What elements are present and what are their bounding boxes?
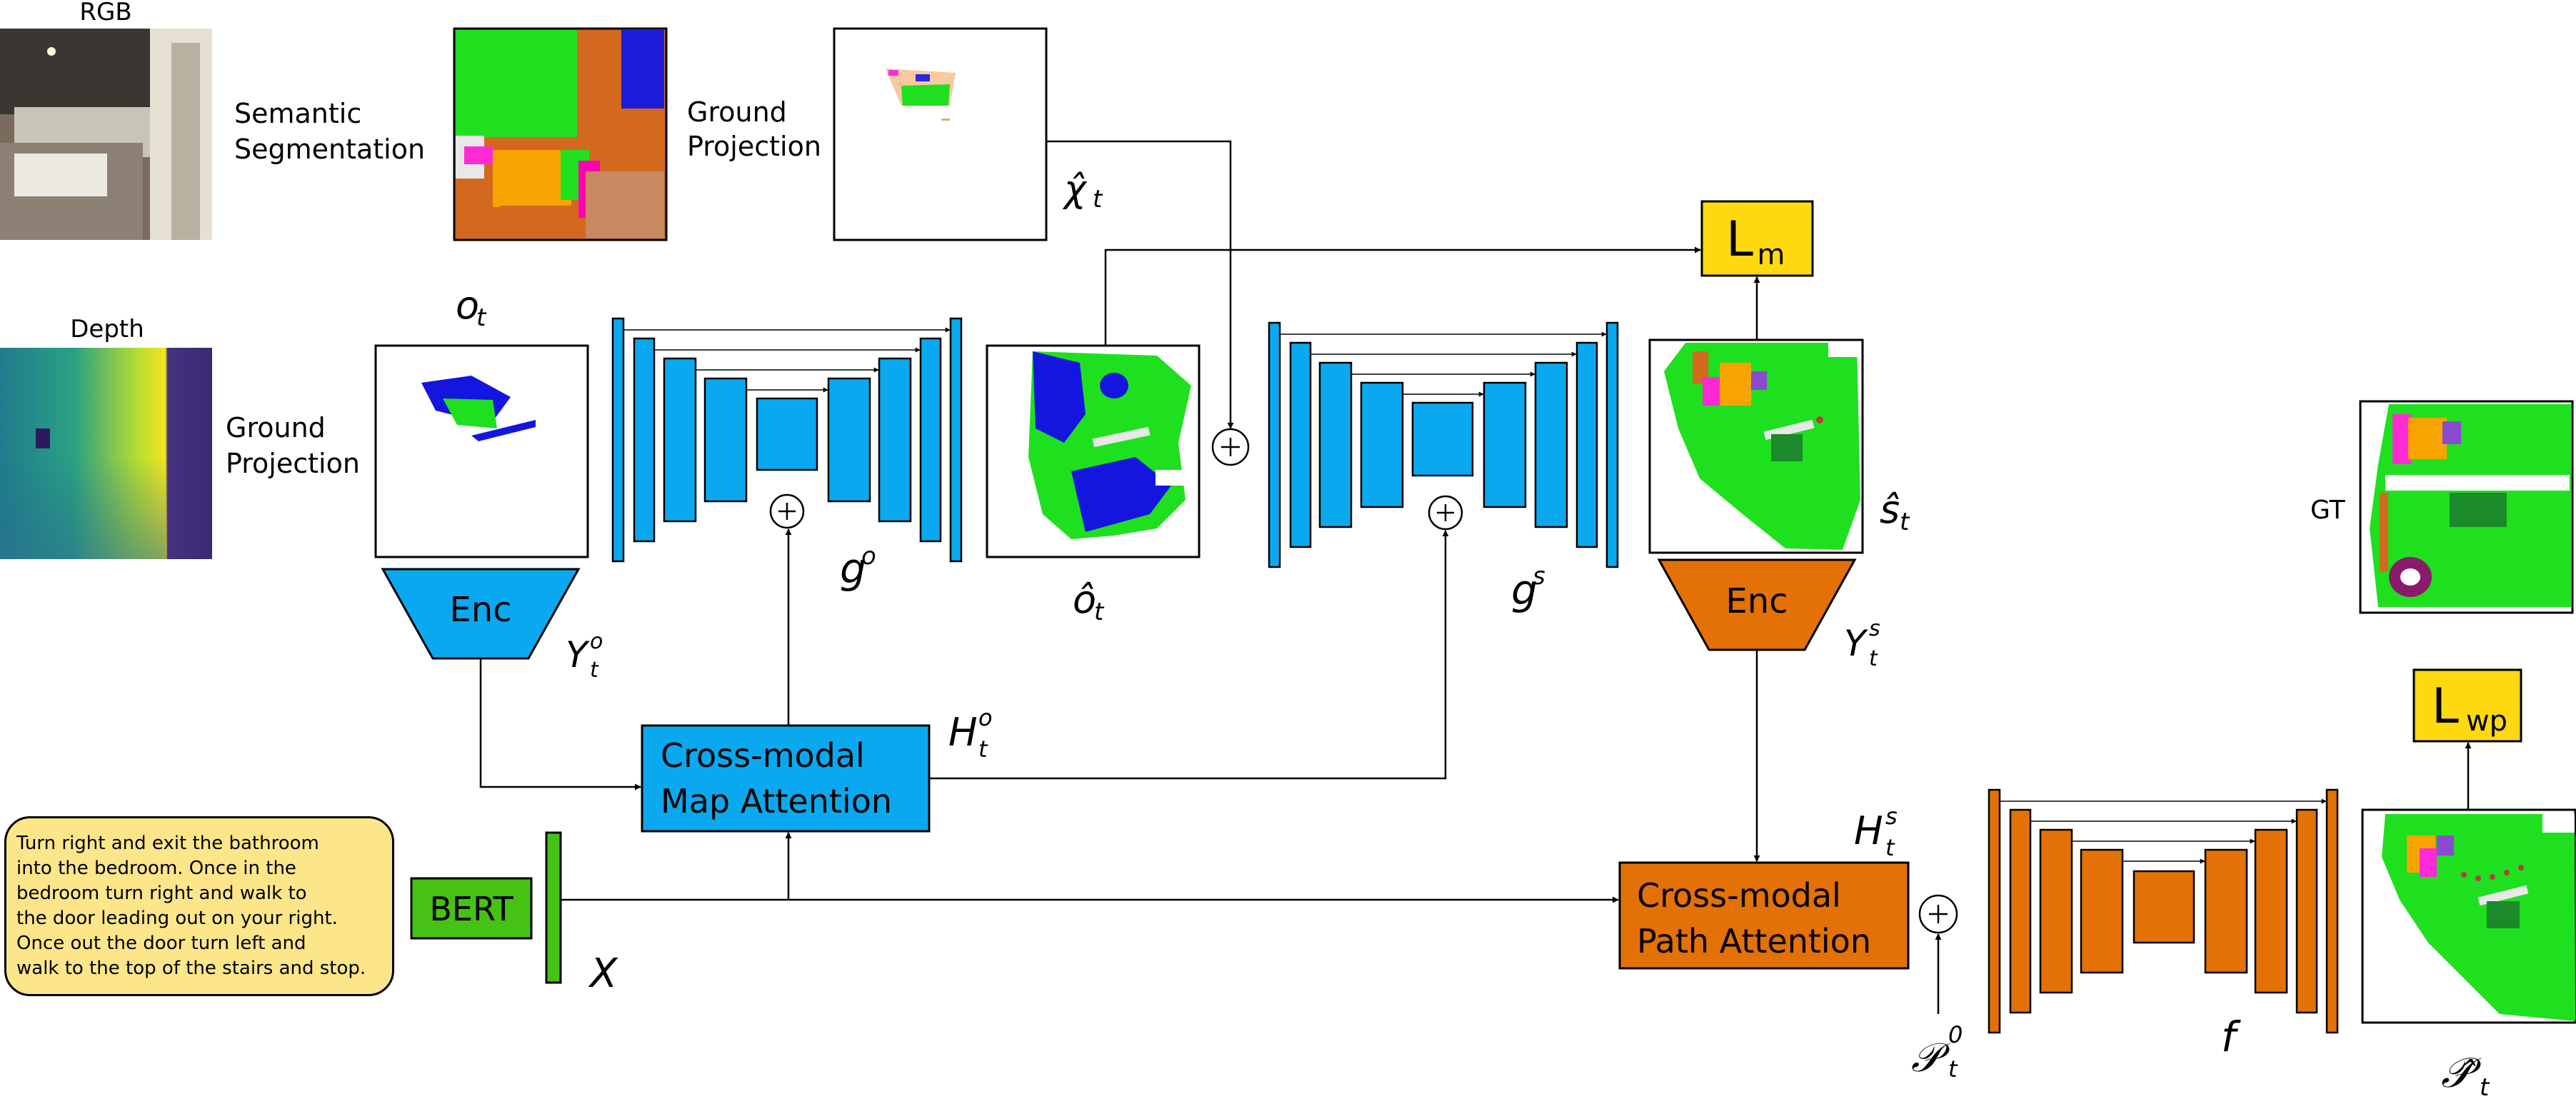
svg-text:t: t: [1094, 598, 1105, 626]
svg-text:o: o: [861, 542, 876, 571]
depth-label: Depth: [70, 315, 144, 343]
svg-text:t: t: [1885, 834, 1895, 861]
svg-text:t: t: [1869, 646, 1878, 671]
svg-text:Y: Y: [566, 634, 590, 676]
label-f: f: [2221, 1013, 2241, 1061]
label-Y-o: Y o t: [566, 629, 603, 683]
svg-text:L: L: [2432, 678, 2459, 735]
plus-node-path: [1918, 894, 1958, 934]
o-hat-map-image: [986, 344, 1201, 558]
ground-proj-left-label-2: Projection: [226, 448, 360, 479]
instruction-text-box: Turn right and exit the bathroom into th…: [4, 816, 394, 996]
svg-text:o: o: [590, 629, 603, 654]
gt-label: GT: [2310, 496, 2346, 525]
map-attention-block: Cross-modal Map Attention: [641, 724, 931, 833]
svg-text:wp: wp: [2466, 705, 2507, 738]
unet-g-o: [611, 317, 963, 563]
svg-text:𝒫: 𝒫: [1911, 1035, 1950, 1081]
observation-map-image: [374, 344, 589, 558]
svg-text:t: t: [978, 736, 988, 763]
label-s-hat-t: ŝ t: [1880, 487, 1910, 536]
svg-text:t: t: [1900, 508, 1910, 536]
svg-text:t: t: [1093, 185, 1103, 214]
unet-g-s: [1268, 321, 1619, 568]
svg-text:H: H: [948, 710, 978, 755]
rgb-label: RGB: [79, 0, 131, 26]
svg-text:𝒫̂: 𝒫̂: [2441, 1048, 2482, 1097]
label-H-s: H s t: [1854, 803, 1898, 861]
svg-text:Y: Y: [1844, 623, 1868, 664]
label-o-hat-t: ô t: [1073, 577, 1105, 626]
label-o-t: o t: [456, 283, 487, 332]
ground-proj-top-label-1: Ground: [687, 96, 787, 128]
svg-text:ô: ô: [1073, 577, 1096, 622]
svg-text:H: H: [1854, 808, 1883, 853]
x-embedding-bar: [545, 831, 562, 984]
svg-text:t: t: [590, 658, 599, 683]
svg-text:χ̂: χ̂: [1062, 168, 1088, 211]
label-chi-hat-t: χ̂ t: [1062, 168, 1103, 214]
semantic-label-2: Segmentation: [234, 134, 425, 165]
ground-proj-left-label-1: Ground: [226, 412, 326, 443]
svg-text:s: s: [1885, 803, 1898, 830]
path-attention-block: Cross-modal Path Attention: [1618, 861, 1910, 970]
svg-text:0: 0: [1948, 1021, 1963, 1048]
arrows: [479, 140, 2472, 1014]
p-hat-map-image: [2361, 808, 2576, 1024]
svg-text:t: t: [2480, 1073, 2490, 1102]
label-P-hat: 𝒫̂ t: [2441, 1048, 2490, 1102]
svg-text:t: t: [1948, 1055, 1958, 1083]
svg-text:m: m: [1758, 239, 1785, 271]
bert-block: BERT: [410, 877, 533, 940]
svg-text:L: L: [1726, 211, 1753, 268]
label-g-o: g o: [840, 542, 876, 593]
observation-encoder-label: Enc: [449, 590, 511, 630]
label-H-o: H o t: [948, 704, 993, 763]
plus-node-center: [1211, 428, 1250, 466]
depth-image: [0, 348, 212, 559]
svg-text:s: s: [1533, 562, 1545, 591]
svg-text:o: o: [978, 704, 993, 731]
semantic-label-1: Semantic: [234, 98, 361, 129]
s-hat-map-image: [1648, 338, 1864, 554]
label-P0: 𝒫 0 t: [1911, 1021, 1963, 1083]
svg-text:s: s: [1869, 616, 1880, 641]
svg-text:Cross-modal: Cross-modal: [661, 736, 865, 775]
semantic-image: [453, 27, 668, 241]
gt-map-image: [2359, 400, 2574, 614]
svg-text:o: o: [456, 283, 479, 328]
label-g-s: g s: [1511, 562, 1545, 614]
observation-encoder: Enc: [381, 568, 581, 660]
loss-wp-box: L wp: [2412, 668, 2522, 743]
svg-text:t: t: [476, 303, 487, 332]
unet-f: [1988, 788, 2339, 1034]
svg-text:Cross-modal: Cross-modal: [1637, 876, 1841, 915]
svg-text:g: g: [840, 544, 866, 593]
svg-text:BERT: BERT: [429, 890, 513, 928]
plus-node-g-o: [769, 493, 805, 529]
loss-map-box: L m: [1700, 200, 1814, 277]
rgb-image: [0, 29, 212, 240]
svg-text:ŝ: ŝ: [1880, 487, 1900, 532]
semantic-encoder-label: Enc: [1725, 581, 1788, 621]
ground-proj-top-label-2: Projection: [687, 131, 821, 162]
label-X: X: [588, 950, 618, 997]
svg-text:g: g: [1511, 566, 1538, 614]
semantic-encoder: Enc: [1657, 558, 1857, 651]
svg-text:Path Attention: Path Attention: [1637, 922, 1871, 960]
plus-node-g-s: [1428, 495, 1463, 531]
ground-projection-top-image: [833, 27, 1048, 241]
svg-text:Map Attention: Map Attention: [661, 782, 892, 821]
label-Y-s: Y s t: [1844, 616, 1880, 671]
